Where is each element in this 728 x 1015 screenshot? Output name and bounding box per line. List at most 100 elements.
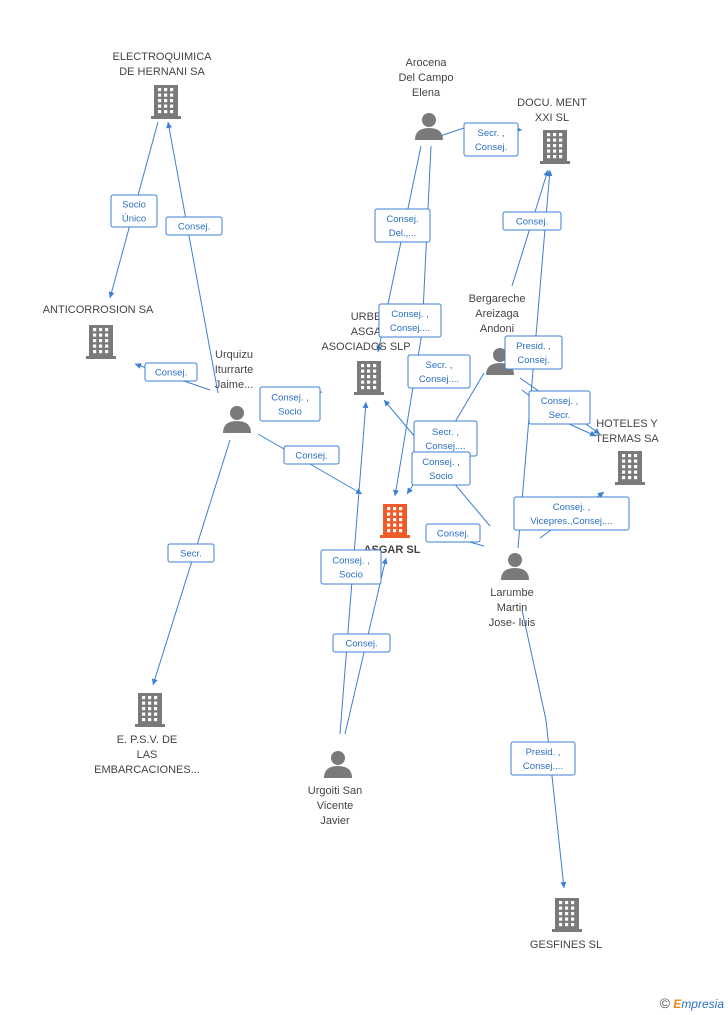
node-label: ANTICORROSION SA xyxy=(43,304,154,316)
edge-label-text: Consej. xyxy=(155,368,187,379)
edge-label-urgoiti-asgar[interactable]: Consej. xyxy=(332,633,391,653)
edge-label-urquizu-electroquimica[interactable]: Consej. xyxy=(165,216,223,236)
edge-label-text: Consej. xyxy=(178,222,210,233)
edge-label-box xyxy=(165,216,223,236)
node-label: XXI SL xyxy=(535,112,569,124)
edge-label-text: Consej. xyxy=(386,214,418,225)
edge-label-text: Consej. xyxy=(437,529,469,540)
person-icon xyxy=(324,751,352,778)
node-label: Del Campo xyxy=(398,72,453,84)
edge-label-larumbe-hoteles[interactable]: Consej. ,Vicepres.,Consej.... xyxy=(513,496,630,531)
edge-label-text: Consej. xyxy=(475,142,507,153)
person-icon xyxy=(501,553,529,580)
node-label: Martin xyxy=(497,602,528,614)
node-label: Urgoiti San xyxy=(308,785,362,797)
edge-label-box xyxy=(411,451,471,486)
edge-label-box xyxy=(167,543,215,563)
building-icon xyxy=(552,898,582,932)
edge-label-text: Consej. xyxy=(345,639,377,650)
building-icon xyxy=(135,693,165,727)
edge-label-text: Consej.... xyxy=(419,374,459,385)
node-label: ELECTROQUIMICA xyxy=(112,51,212,63)
edge-label-larumbe-docu[interactable]: Consej. ,Socio xyxy=(411,451,471,486)
node-label: Vicente xyxy=(317,800,354,812)
node-label: GESFINES SL xyxy=(530,939,602,951)
edge-label-text: Presid. , xyxy=(516,341,551,352)
edge-label-bergareche-docu[interactable]: Consej. xyxy=(502,211,562,231)
edge-label-text: Socio xyxy=(339,570,363,581)
person-icon xyxy=(415,113,443,140)
node-label: HOTELES Y xyxy=(596,418,658,430)
node-label: Iturrarte xyxy=(215,364,254,376)
edge-label-urquizu-urbe[interactable]: Consej. ,Socio xyxy=(259,386,321,422)
node-label: URBE xyxy=(351,311,382,323)
edge-label-box xyxy=(528,390,591,425)
building-icon xyxy=(540,130,570,164)
edge-label-bergareche-hoteles[interactable]: Presid. ,Consej. xyxy=(504,335,563,370)
edge-label-text: Consej. , xyxy=(271,393,309,404)
node-label: Areizaga xyxy=(475,308,519,320)
edge-label-urquizu-asgar[interactable]: Consej. xyxy=(283,445,340,465)
nodes-layer: ELECTROQUIMICA DE HERNANI SA ANTICORROSION… xyxy=(43,51,660,951)
edge-label-text: Socio xyxy=(122,200,146,211)
empresia-brand[interactable]: © Empresia xyxy=(660,995,724,1011)
node-anticorrosion[interactable]: ANTICORROSION SA xyxy=(43,304,154,359)
edge-label-bergareche-asgar[interactable]: Secr. ,Consej.... xyxy=(413,420,478,457)
edge-label-text: Consej.... xyxy=(390,323,430,334)
edge-label-box xyxy=(110,194,158,228)
node-label: DOCU. MENT xyxy=(517,97,587,109)
edge-label-arocena-urbe[interactable]: Consej. Del.,... xyxy=(374,208,431,243)
node-epsv[interactable]: E. P.S.V. DE LAS EMBARCACIONES... xyxy=(94,693,200,776)
brand-name: mpresia xyxy=(681,997,724,1011)
edge-label-text: Secr. xyxy=(549,410,571,421)
edge-label-urquizu-anticorrosion[interactable]: Consej. xyxy=(144,362,198,382)
edge-label-box xyxy=(504,335,563,370)
node-label: DE HERNANI SA xyxy=(119,66,205,78)
edge-label-text: Consej.... xyxy=(523,761,563,772)
node-label: Jaime... xyxy=(215,379,254,391)
edge-label-urgoiti-urbe[interactable]: Consej. ,Socio xyxy=(320,549,382,585)
node-urquizu[interactable]: UrquizuIturrarteJaime... xyxy=(215,349,254,433)
edge-label-box xyxy=(513,496,630,531)
node-label: Andoni xyxy=(480,323,514,335)
node-hoteles[interactable]: HOTELES Y TERMAS SA xyxy=(595,418,659,485)
edge-label-box xyxy=(259,386,321,422)
edge-label-urquizu-epsv[interactable]: Secr. xyxy=(167,543,215,563)
edge-larumbe-gesfines xyxy=(521,609,567,889)
building-icon xyxy=(86,325,116,359)
edge-label-larumbe-asgar[interactable]: Consej. xyxy=(425,523,481,543)
edge-label-larumbe-gesfines[interactable]: Presid. , Consej.... xyxy=(510,741,576,776)
building-icon xyxy=(380,504,410,538)
node-label: E. P.S.V. DE xyxy=(117,734,178,746)
building-icon xyxy=(151,85,181,119)
edge-label-arocena-docu[interactable]: Secr. , Consej. xyxy=(463,122,519,157)
edge-label-larumbe-hoteles[interactable]: Consej. ,Secr. xyxy=(528,390,591,425)
edge-label-box xyxy=(320,549,382,585)
node-label: LAS xyxy=(137,749,158,761)
node-label: TERMAS SA xyxy=(595,433,659,445)
edge-label-text: Secr. , xyxy=(478,128,505,139)
brand-e-logo: E xyxy=(673,997,682,1011)
edge-label-arocena-asgar[interactable]: Consej. , Consej.... xyxy=(378,303,442,338)
edge-label-box xyxy=(463,122,519,157)
edge-label-larumbe-urbe[interactable]: Secr. ,Consej.... xyxy=(407,354,471,389)
edge-label-text: Consej. , xyxy=(391,309,429,320)
node-label: EMBARCACIONES... xyxy=(94,764,200,776)
node-asgar[interactable]: ASGAR SL xyxy=(364,504,421,556)
node-gesfines[interactable]: GESFINES SL xyxy=(530,898,602,951)
node-docu[interactable]: DOCU. MENT XXI SL xyxy=(517,97,587,164)
edge-label-text: Presid. , xyxy=(526,747,561,758)
node-electroquimica[interactable]: ELECTROQUIMICA DE HERNANI SA xyxy=(112,51,212,119)
edge-urquizu-electroquimica xyxy=(166,121,219,394)
edge-label-text: Del.,... xyxy=(389,228,416,239)
copyright-symbol: © xyxy=(659,995,670,1011)
edge-label-box xyxy=(374,208,431,243)
edge-label-text: Vicepres.,Consej.... xyxy=(530,516,612,527)
